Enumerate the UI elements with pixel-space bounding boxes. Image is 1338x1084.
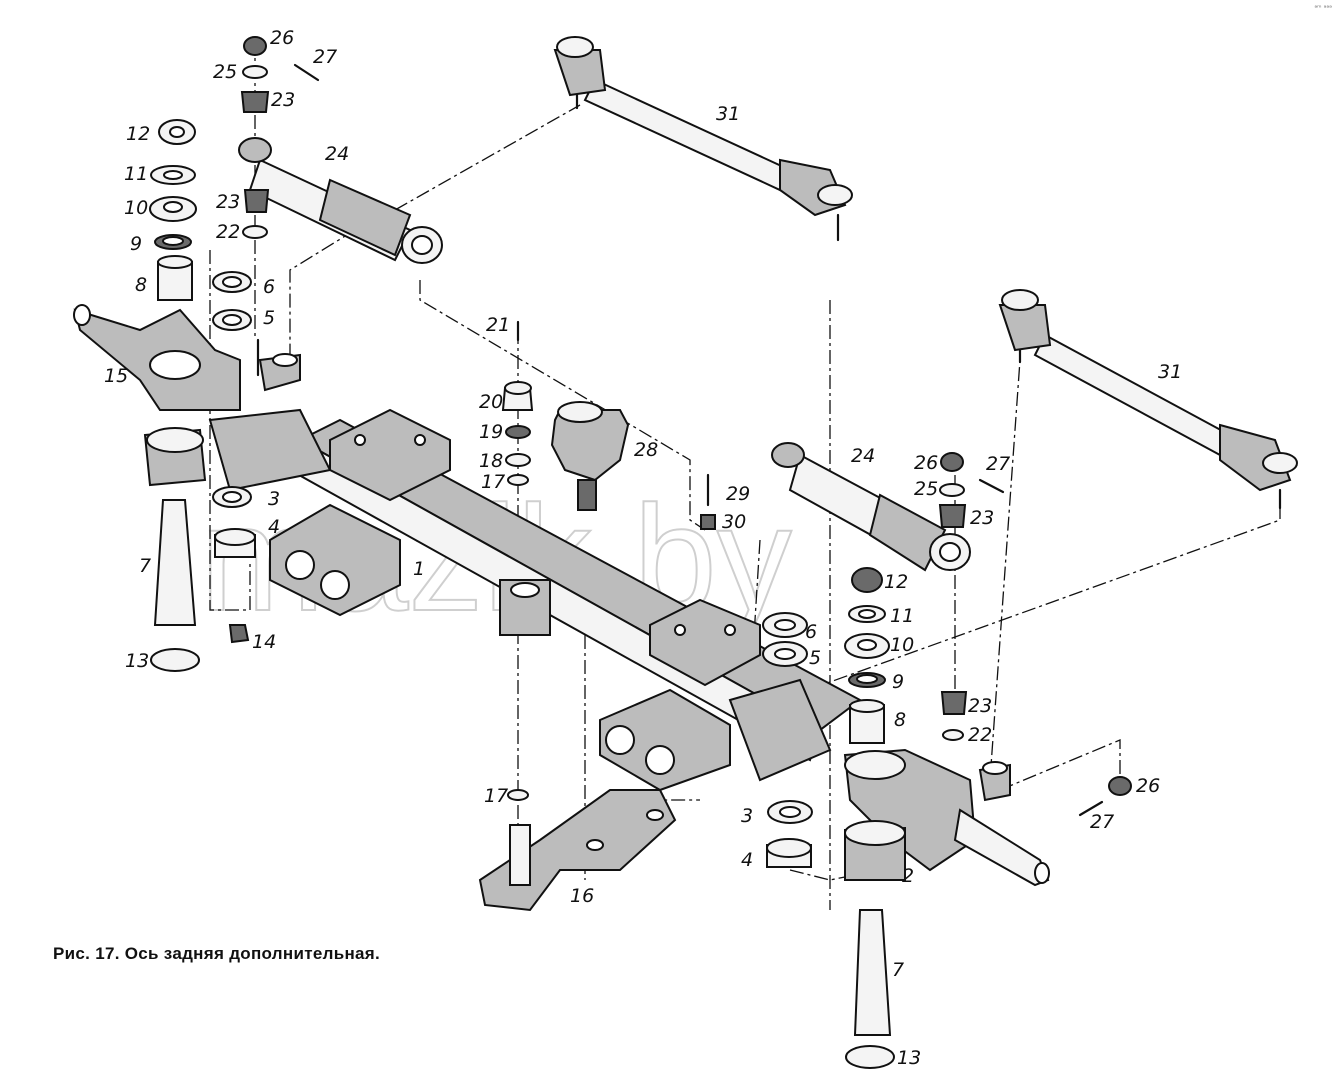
label-30: 30 — [722, 511, 746, 533]
steering-knuckle-left — [73, 304, 301, 487]
label-21: 21 — [486, 314, 510, 336]
label-10-left: 10 — [124, 197, 148, 219]
label-23-top-b: 23 — [216, 191, 240, 213]
king-pins — [153, 499, 892, 1036]
label-22-top: 22 — [216, 221, 240, 243]
label-13-left: 13 — [125, 650, 149, 672]
steering-knuckle-right — [843, 748, 1050, 887]
label-8-left: 8 — [135, 274, 147, 296]
label-6-right: 6 — [805, 621, 817, 643]
label-4-left: 4 — [268, 516, 280, 538]
top-cylinder-fasteners — [240, 36, 320, 377]
label-12-left: 12 — [126, 123, 150, 145]
label-24-bottom: 24 — [851, 445, 875, 467]
torque-brackets — [269, 503, 731, 792]
label-23-top-a: 23 — [271, 89, 295, 111]
label-15: 15 — [104, 365, 128, 387]
label-17-top: 17 — [481, 471, 505, 493]
label-19: 19 — [479, 421, 503, 443]
label-25-bottom: 25 — [914, 478, 938, 500]
label-7-right: 7 — [892, 959, 904, 981]
label-12-right: 12 — [884, 571, 908, 593]
label-9-right: 9 — [892, 671, 904, 693]
steering-cylinder-top — [238, 137, 443, 264]
bottom-cylinder-fasteners — [938, 452, 1132, 817]
tie-rod-top — [553, 36, 853, 242]
label-26-right: 26 — [1136, 775, 1160, 797]
steering-cylinder-bottom — [771, 442, 971, 572]
label-10-right: 10 — [890, 634, 914, 656]
right-kingpin-stack — [762, 567, 895, 1069]
label-5-right: 5 — [809, 647, 821, 669]
label-7-left: 7 — [139, 555, 151, 577]
label-26-top: 26 — [270, 27, 294, 49]
part-labels: 1 2 3 3 4 4 5 5 6 6 7 7 8 8 9 9 10 10 11… — [104, 27, 1182, 1069]
label-22-bottom: 22 — [968, 724, 992, 746]
label-31-top: 31 — [716, 103, 740, 125]
label-23-bottom-b: 23 — [968, 695, 992, 717]
label-25-top: 25 — [213, 61, 237, 83]
label-3-left: 3 — [268, 488, 280, 510]
label-18: 18 — [479, 450, 503, 472]
label-28: 28 — [634, 439, 658, 461]
label-3-right: 3 — [741, 805, 753, 827]
label-11-left: 11 — [124, 163, 148, 185]
center-fasteners — [501, 320, 716, 801]
label-11-right: 11 — [890, 605, 914, 627]
label-8-right: 8 — [894, 709, 906, 731]
label-17-bottom: 17 — [484, 785, 508, 807]
label-26-mid: 26 — [914, 452, 938, 474]
label-23-bottom-a: 23 — [970, 507, 994, 529]
label-29: 29 — [726, 483, 750, 505]
label-2: 2 — [902, 865, 914, 887]
label-16: 16 — [570, 885, 594, 907]
label-6-left: 6 — [263, 276, 275, 298]
spring-pads — [329, 408, 761, 687]
corner-mark: ᵃᵐ ᵃᵃᵃ — [1314, 4, 1332, 12]
label-24-top: 24 — [325, 143, 349, 165]
label-5-left: 5 — [263, 307, 275, 329]
label-1: 1 — [413, 558, 425, 580]
label-9-left: 9 — [130, 233, 142, 255]
label-13-right: 13 — [897, 1047, 921, 1069]
label-14: 14 — [252, 631, 276, 653]
axle-beam — [208, 408, 862, 782]
brake-chamber — [550, 401, 630, 511]
label-27-top: 27 — [313, 46, 337, 68]
figure-caption: Рис. 17. Ось задняя дополнительная. — [53, 944, 381, 963]
label-4-right: 4 — [741, 849, 753, 871]
label-31-bottom: 31 — [1158, 361, 1182, 383]
label-20: 20 — [479, 391, 503, 413]
steering-lever — [478, 789, 677, 912]
label-27-mid: 27 — [986, 453, 1010, 475]
label-27-right: 27 — [1090, 811, 1114, 833]
tie-rod-bottom — [998, 289, 1298, 510]
left-kingpin-stack — [149, 119, 256, 672]
